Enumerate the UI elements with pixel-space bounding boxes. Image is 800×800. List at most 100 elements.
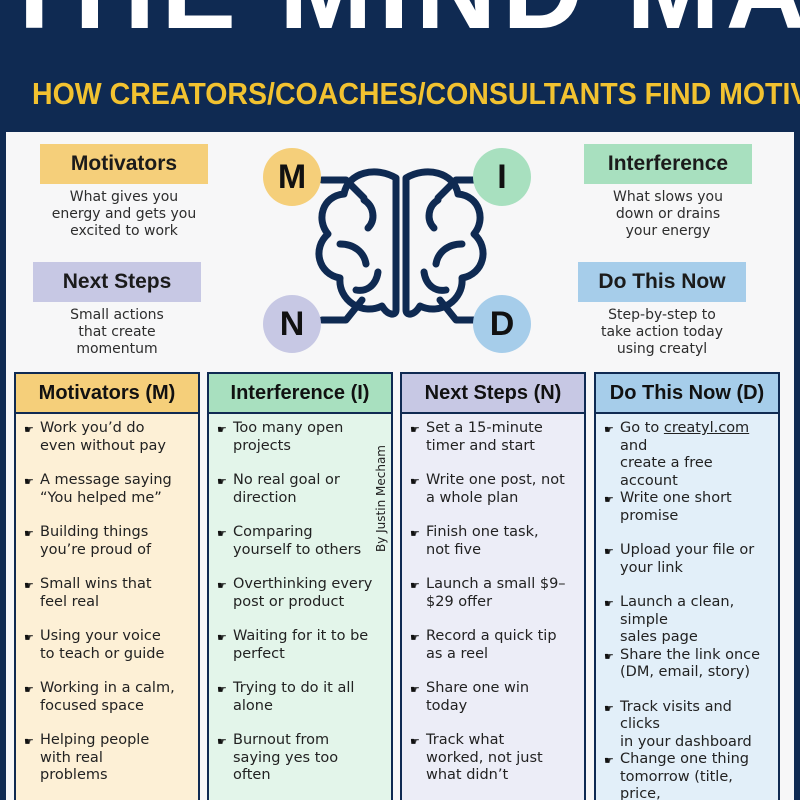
pointing-hand-icon: ☛ (604, 597, 614, 610)
list-item-line: yourself to others (233, 541, 362, 558)
list-item-line: Launch a clean, simple (620, 594, 735, 628)
list-item-line: Helping people (40, 732, 150, 748)
list-item-line: today (426, 697, 468, 714)
list-item: ☛Working in a calm,focused space (24, 680, 192, 732)
pointing-hand-icon: ☛ (410, 735, 420, 748)
list-item: ☛A message saying“You helped me” (24, 472, 192, 524)
column-header: Interference (I) (209, 374, 391, 414)
list-item-line: even without pay (40, 437, 167, 454)
pointing-hand-icon: ☛ (217, 683, 227, 696)
list-item: ☛ Launch a small $9–$29 offer (410, 576, 578, 628)
letter-i-badge: I (473, 148, 531, 206)
list-item-line: problems (40, 767, 108, 783)
creatyl-link[interactable]: creatyl.com (663, 420, 750, 436)
pointing-hand-icon: ☛ (604, 493, 614, 506)
list-item-line: A message saying (40, 472, 172, 488)
brain-icon (315, 168, 487, 324)
list-item-line: feel real (40, 593, 100, 610)
page-subtitle: HOW CREATORS/COACHES/CONSULTANTS FIND MO… (32, 76, 800, 111)
pointing-hand-icon: ☛ (24, 683, 34, 696)
list-item-line: $29 offer (426, 593, 493, 610)
list-item-line: timer and start (426, 437, 535, 454)
list-item-line: saying yes too (233, 749, 339, 766)
pointing-hand-icon: ☛ (410, 631, 420, 644)
pointing-hand-icon: ☛ (24, 631, 34, 644)
pointing-hand-icon: ☛ (604, 545, 614, 558)
list-item-line: not five (426, 541, 481, 558)
list-item-line: Write one short (620, 490, 732, 506)
list-item-line: Share one win (426, 680, 530, 696)
list-item-line: Small wins that (40, 576, 152, 592)
list-item-line: Change one thing (620, 751, 750, 767)
pointing-hand-icon: ☛ (410, 475, 420, 488)
list-item-line: post or product (233, 593, 345, 610)
list-item: ☛Share the link once(DM, email, story) (604, 647, 772, 699)
list-item-line: what didn’t (426, 767, 509, 783)
list-item-line: perfect (233, 645, 285, 662)
description-line: What gives you (69, 189, 179, 205)
description-line: down or drains (615, 206, 721, 222)
list-item-line: promise (620, 507, 679, 524)
list-item-line: Work you’d do (40, 420, 145, 436)
list-item-line: Overthinking every (233, 576, 373, 592)
list-item-line: direction (233, 489, 297, 506)
description-line: What slows you (613, 189, 723, 205)
list-item-line: tomorrow (title, price, (620, 768, 733, 800)
list-item-line: projects (233, 437, 291, 454)
list-item-line: No real goal or (233, 472, 340, 488)
pointing-hand-icon: ☛ (217, 475, 227, 488)
list-item-line: sales page (620, 629, 698, 645)
list-item-line: with real (40, 749, 103, 766)
list-item-line: Too many open (233, 420, 344, 436)
list-item-line: your link (620, 559, 683, 576)
list-item-line: worked, not just (426, 749, 543, 766)
description-line: Small actions (70, 307, 164, 323)
description-line: your energy (625, 223, 711, 239)
list-item-line: Burnout from (233, 732, 330, 748)
author-byline: By Justin Mecham (374, 445, 388, 552)
interference-label: Interference (584, 144, 752, 184)
pointing-hand-icon: ☛ (410, 527, 420, 540)
description-line: using creatyl (616, 341, 708, 357)
list-item-line: Launch a small $9– (426, 576, 566, 592)
list-item-line: a whole plan (426, 489, 519, 506)
pointing-hand-icon: ☛ (604, 754, 614, 767)
list-item-line: Finish one task, (426, 524, 539, 540)
description-line: energy and gets you (51, 206, 197, 222)
list-item-line: in your dashboard (620, 733, 752, 750)
list-item-line: Trying to do it all (233, 680, 355, 696)
letter-d-badge: D (473, 295, 531, 353)
pointing-hand-icon: ☛ (24, 579, 34, 592)
pointing-hand-icon: ☛ (410, 579, 420, 592)
pointing-hand-icon: ☛ (24, 475, 34, 488)
list-item-line: Track what (426, 732, 505, 748)
motivators-label: Motivators (40, 144, 208, 184)
do-this-now-label: Do This Now (578, 262, 746, 302)
pointing-hand-icon: ☛ (410, 683, 420, 696)
list-item-line: you’re proud of (40, 541, 152, 558)
pointing-hand-icon: ☛ (217, 631, 227, 644)
pointing-hand-icon: ☛ (604, 423, 614, 436)
pointing-hand-icon: ☛ (604, 649, 614, 663)
